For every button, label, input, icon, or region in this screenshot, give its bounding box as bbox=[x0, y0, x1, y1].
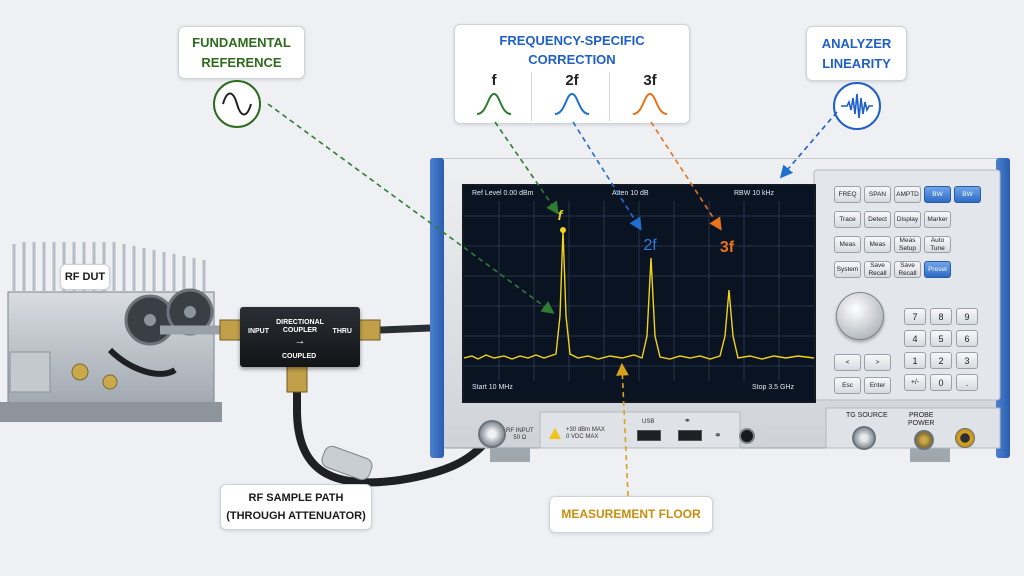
key-6[interactable]: 6 bbox=[956, 330, 978, 347]
callout-rf-sample-path: RF SAMPLE PATH (THROUGH ATTENUATOR) bbox=[220, 484, 372, 530]
key-save-recall-1[interactable]: Save Recall bbox=[864, 261, 891, 278]
directional-coupler: DIRECTIONAL COUPLER → INPUT THRU COUPLED bbox=[240, 307, 360, 367]
key-save-recall-2[interactable]: Save Recall bbox=[894, 261, 921, 278]
peak-label-2f: 2f bbox=[643, 237, 657, 254]
max-input-warning: +30 dBm MAX 0 VDC MAX bbox=[566, 427, 605, 440]
sine-wave-icon bbox=[213, 80, 261, 128]
trace-line bbox=[464, 229, 814, 360]
callout-measurement-floor: MEASUREMENT FLOOR bbox=[549, 496, 713, 533]
key-arrow-right[interactable]: > bbox=[864, 354, 891, 371]
usb-port-1[interactable] bbox=[637, 430, 661, 441]
key-dot[interactable]: . bbox=[956, 374, 978, 391]
coupler-thru-label: THRU bbox=[332, 328, 352, 335]
key-marker[interactable]: Marker bbox=[924, 211, 951, 228]
key-plus-minus[interactable]: +/- bbox=[904, 374, 926, 391]
key-5[interactable]: 5 bbox=[930, 330, 952, 347]
key-2[interactable]: 2 bbox=[930, 352, 952, 369]
probe-power-connector[interactable] bbox=[914, 430, 934, 450]
key-0[interactable]: 0 bbox=[930, 374, 952, 391]
key-meas-2[interactable]: Meas bbox=[864, 236, 891, 253]
usb-port-2[interactable] bbox=[678, 430, 702, 441]
key-trace[interactable]: Trace bbox=[834, 211, 861, 228]
warning-icon bbox=[549, 428, 561, 439]
spectrum-plot: f 2f 3f bbox=[464, 201, 814, 381]
tg-source-connector[interactable] bbox=[852, 426, 876, 450]
rf-sample-path-text: RF SAMPLE PATH (THROUGH ATTENUATOR) bbox=[226, 492, 366, 522]
key-system[interactable]: System bbox=[834, 261, 861, 278]
key-7[interactable]: 7 bbox=[904, 308, 926, 325]
measurement-floor-text: MEASUREMENT FLOOR bbox=[561, 507, 701, 521]
key-9[interactable]: 9 bbox=[956, 308, 978, 325]
rf-dut-text: RF DUT bbox=[64, 271, 106, 283]
harmonic-label-3f: 3f bbox=[643, 72, 657, 89]
key-8[interactable]: 8 bbox=[930, 308, 952, 325]
key-span[interactable]: SPAN bbox=[864, 186, 891, 203]
key-meas-setup[interactable]: Meas Setup bbox=[894, 236, 921, 253]
key-detect[interactable]: Detect bbox=[864, 211, 891, 228]
callout-analyzer-linearity: ANALYZER LINEARITY bbox=[806, 26, 907, 81]
power-button[interactable] bbox=[955, 428, 975, 448]
key-4[interactable]: 4 bbox=[904, 330, 926, 347]
callout-fundamental-reference: FUNDAMENTAL REFERENCE bbox=[178, 26, 305, 79]
key-enter[interactable]: Enter bbox=[864, 377, 891, 394]
probe-power-label: PROBE POWER bbox=[908, 412, 935, 427]
waveform-icon bbox=[833, 82, 881, 130]
key-1[interactable]: 1 bbox=[904, 352, 926, 369]
harmonic-icon-2f: 2f bbox=[535, 72, 610, 121]
rf-input-connector[interactable] bbox=[478, 420, 506, 448]
tg-source-label: TG SOURCE bbox=[846, 412, 888, 419]
key-preset[interactable]: Preset bbox=[924, 261, 951, 278]
start-freq-text: Start 10 MHz bbox=[472, 384, 513, 391]
fundamental-reference-text: FUNDAMENTAL REFERENCE bbox=[192, 35, 291, 70]
headphone-symbol: ⚭ bbox=[714, 430, 722, 440]
harmonic-label-2f: 2f bbox=[565, 72, 579, 89]
peak-marker-f bbox=[560, 227, 566, 233]
key-3[interactable]: 3 bbox=[956, 352, 978, 369]
coupler-coupled-label: COUPLED bbox=[282, 353, 317, 360]
rf-input-label: RF INPUT 50 Ω bbox=[506, 428, 534, 441]
key-arrow-left[interactable]: < bbox=[834, 354, 861, 371]
usb-label: USB bbox=[642, 419, 655, 425]
key-esc[interactable]: Esc bbox=[834, 377, 861, 394]
coupler-title: DIRECTIONAL COUPLER bbox=[276, 319, 324, 334]
analyzer-linearity-text: ANALYZER LINEARITY bbox=[821, 36, 892, 71]
rbw-text: RBW 10 kHz bbox=[734, 190, 775, 197]
stop-freq-text: Stop 3.5 GHz bbox=[752, 384, 795, 391]
callout-frequency-correction: FREQUENCY-SPECIFIC CORRECTION f 2f 3f bbox=[454, 24, 690, 124]
key-meas-1[interactable]: Meas bbox=[834, 236, 861, 253]
key-bw-1[interactable]: BW bbox=[924, 186, 951, 203]
harmonic-icon-3f: 3f bbox=[613, 72, 687, 121]
key-auto-tune[interactable]: Auto Tune bbox=[924, 236, 951, 253]
harmonic-label-f: f bbox=[491, 72, 497, 89]
key-freq[interactable]: FREQ bbox=[834, 186, 861, 203]
key-display[interactable]: Display bbox=[894, 211, 921, 228]
analyzer-screen: Ref Level 0.00 dBm Atten 10 dB RBW 10 kH… bbox=[462, 184, 816, 403]
rf-dut-device bbox=[0, 232, 222, 422]
coupler-input-label: INPUT bbox=[248, 328, 269, 335]
peak-label-f: f bbox=[558, 207, 564, 223]
coupler-arrow: → bbox=[294, 335, 306, 347]
frequency-correction-text: FREQUENCY-SPECIFIC CORRECTION bbox=[499, 33, 645, 67]
rotary-knob[interactable] bbox=[836, 292, 884, 340]
key-amptd[interactable]: AMPTD bbox=[894, 186, 921, 203]
headphone-jack[interactable] bbox=[739, 428, 755, 444]
rf-dut-label: RF DUT bbox=[60, 264, 110, 290]
peak-label-3f: 3f bbox=[720, 239, 735, 256]
key-bw-2[interactable]: BW bbox=[954, 186, 981, 203]
harmonic-icon-f: f bbox=[457, 72, 532, 121]
headphone-icon: ⚭ bbox=[684, 416, 691, 425]
